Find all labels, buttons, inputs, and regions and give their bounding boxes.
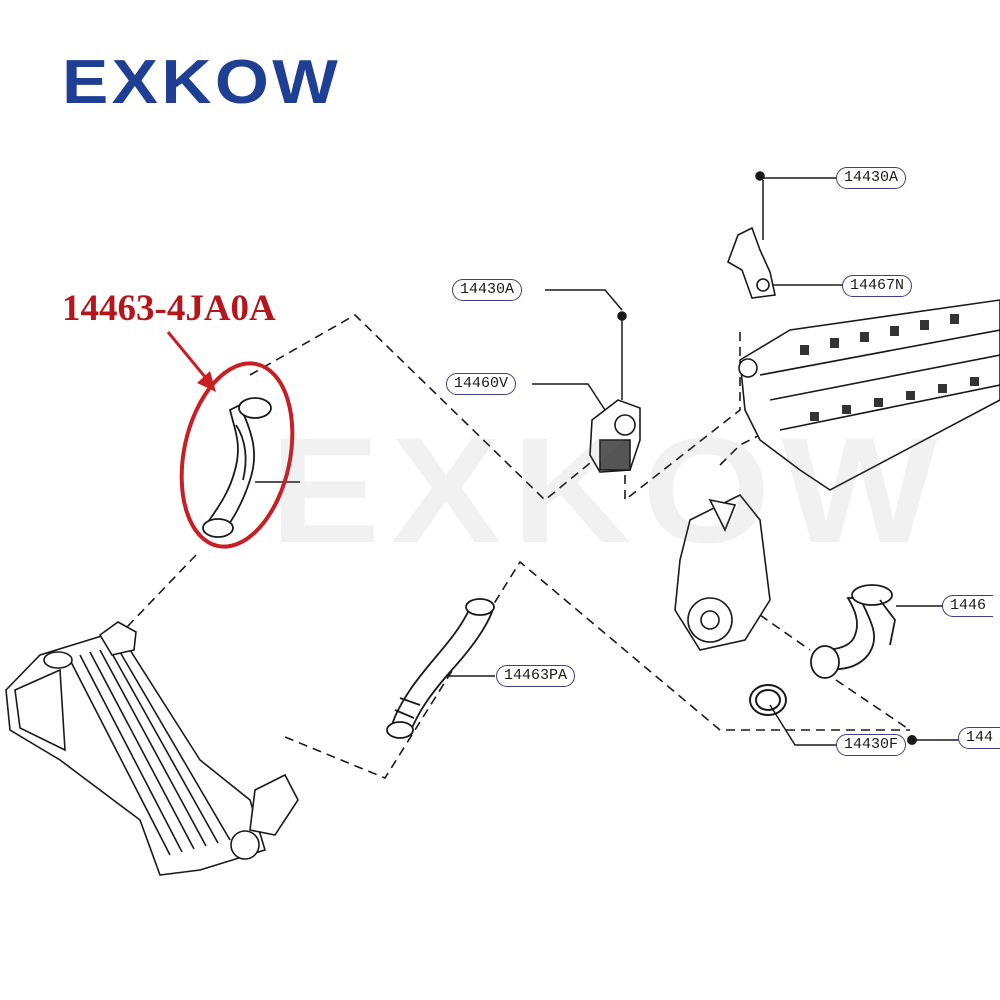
callout-144-cut: 144	[958, 727, 1000, 749]
intercooler	[5, 621, 299, 876]
outlet-hose-drawing	[810, 584, 896, 679]
callout-14467n: 14467N	[842, 275, 913, 297]
callout-14430a-mid: 14430A	[452, 279, 523, 301]
dash-line-7	[835, 679, 911, 731]
cylinder-head-drawing	[738, 299, 1000, 491]
callout-arrow-line	[166, 331, 212, 384]
callout-14430f: 14430F	[836, 734, 907, 756]
callout-14460v: 14460V	[446, 373, 517, 395]
dash-line-6	[759, 614, 811, 651]
throttle-body-drawing	[589, 311, 641, 473]
dash-line-5	[284, 560, 910, 779]
highlight-marker	[166, 331, 295, 549]
callout-arrow-head	[197, 371, 216, 392]
callout-1446-cut: 1446	[942, 595, 994, 617]
highlighted-hose-drawing	[202, 397, 272, 538]
callout-14430a-top: 14430A	[836, 167, 907, 189]
bracket-14467n-drawing	[727, 171, 776, 299]
highlight-ellipse	[179, 361, 295, 549]
highlighted-part-number: 14463-4JA0A	[62, 288, 276, 329]
watermark-text: EXKOW	[270, 406, 949, 574]
water-pump-drawing	[674, 493, 771, 651]
hose-14463pa-drawing	[386, 598, 495, 739]
brand-logo: EXKOW	[62, 48, 342, 117]
dash-line-2	[249, 314, 619, 502]
clamp-drawing	[749, 684, 917, 745]
callout-14463pa: 14463PA	[496, 665, 576, 687]
